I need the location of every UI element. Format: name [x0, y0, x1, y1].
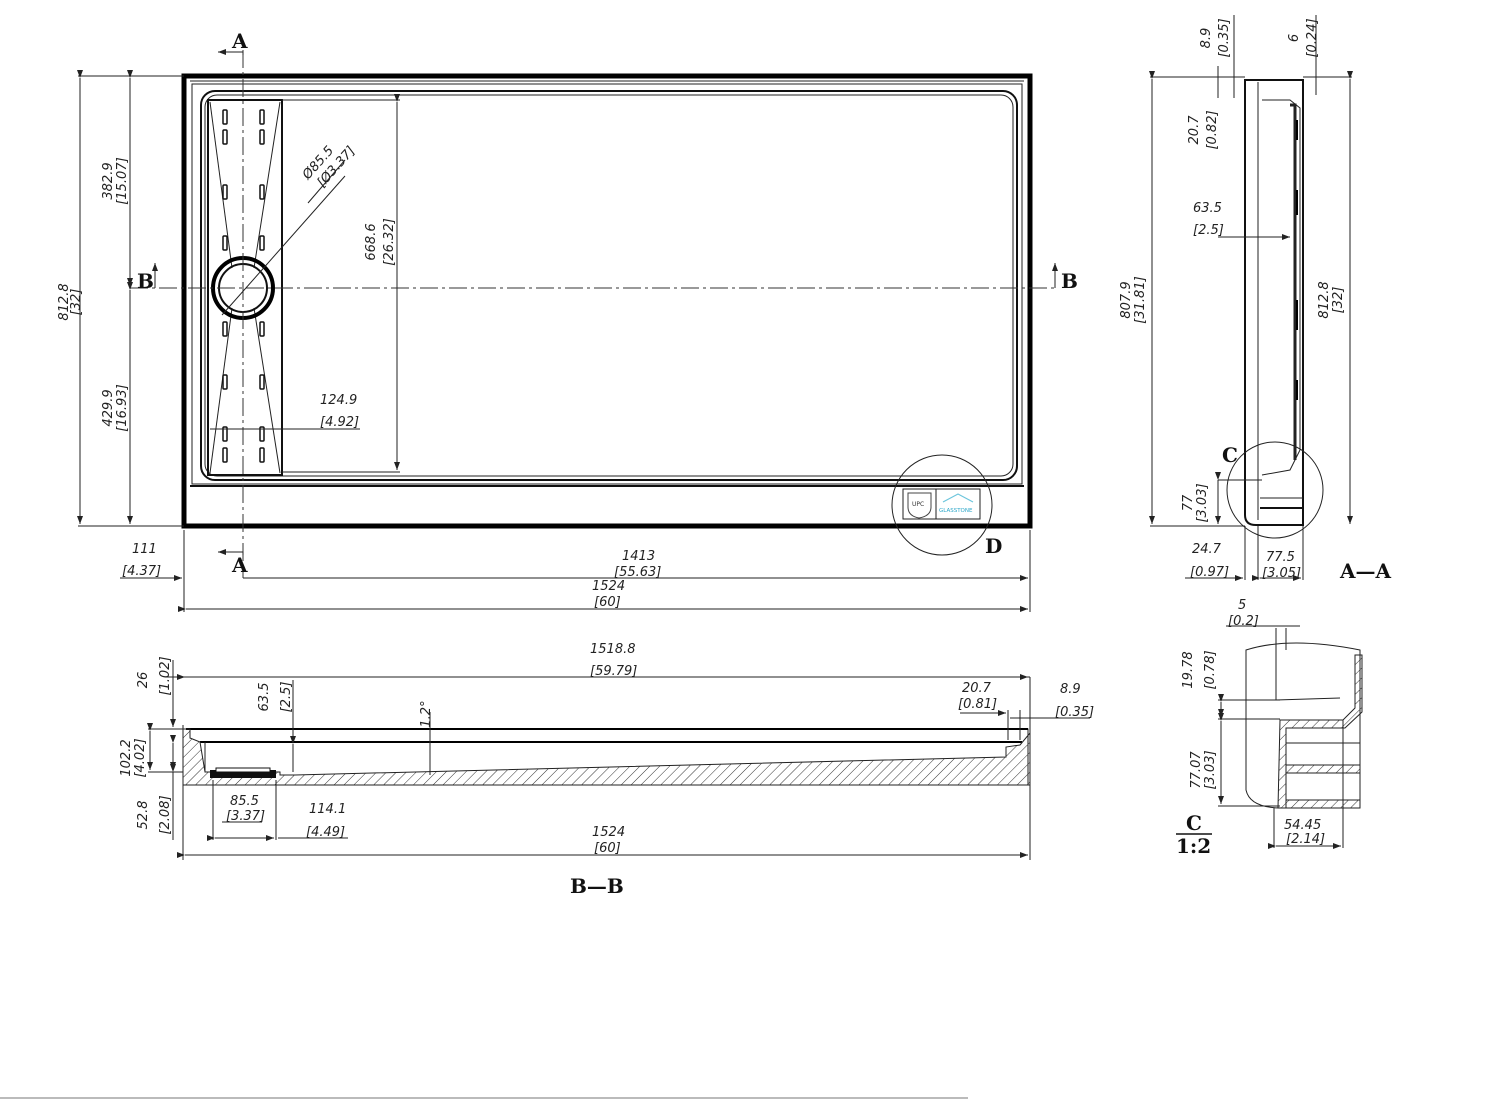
dim-aa-lip-in: [0.24]	[1305, 18, 1320, 57]
dim-bb-lip-mm: 8.9	[1060, 682, 1081, 697]
detail-c: 5 [0.2] 19.78 [0.78] 77.07 [3.03] 54.45 …	[1176, 598, 1363, 858]
dim-bb-top-gap-in: [1.02]	[158, 656, 173, 695]
dim-c-depth-in: [2.14]	[1286, 832, 1325, 847]
dim-bb-inner-length-mm: 1518.8	[590, 642, 636, 657]
dim-aa-base-depth-in: [3.05]	[1262, 566, 1301, 581]
dim-drain-offset-in: [4.37]	[122, 564, 161, 579]
dim-aa-channel-depth-in: [2.5]	[1193, 223, 1224, 238]
section-a-a: C A—A 8.9 [0.35] 6 [0.24] 20.7 [0.82] 6	[1119, 15, 1392, 583]
dim-c-offset-mm: 5	[1238, 598, 1246, 613]
dim-channel-width-mm: 124.9	[320, 393, 357, 408]
dim-aa-lip-mm: 6	[1287, 34, 1302, 42]
section-a-profile	[1244, 79, 1304, 526]
dim-aa-inner-height-in: [31.81]	[1133, 276, 1148, 323]
dim-channel-height-in: [26.32]	[382, 218, 397, 265]
dim-remaining-length-in: [55.63]	[614, 565, 661, 580]
tray-outline	[181, 73, 1033, 529]
dim-bb-flange-mm: 20.7	[962, 681, 992, 696]
dim-c-depth-mm: 54.45	[1284, 818, 1321, 833]
dim-bb-top-gap-mm: 26	[136, 672, 151, 689]
dim-aa-flange-depth-in: [0.82]	[1205, 110, 1220, 149]
dim-aa-base-depth-mm: 77.5	[1266, 550, 1295, 565]
dim-remaining-length-mm: 1413	[622, 549, 655, 564]
dim-aa-flange-top-mm: 8.9	[1199, 28, 1214, 49]
dim-aa-flange-depth-mm: 20.7	[1187, 115, 1202, 145]
dim-bb-depth-mm: 63.5	[257, 683, 272, 712]
dim-bb-drain-dia-mm: 85.5	[230, 794, 259, 809]
dim-channel-width-in: [4.92]	[320, 415, 359, 430]
tray-basin	[200, 90, 1018, 481]
dim-aa-wall-mm: 24.7	[1192, 542, 1222, 557]
detail-c-circle	[1226, 441, 1324, 539]
dim-upper-height-mm: 382.9	[101, 162, 116, 199]
dim-bb-drain-dia-in: [3.37]	[226, 809, 265, 824]
dim-drain-offset-mm: 111	[132, 542, 157, 557]
detail-c-scale: 1:2	[1176, 834, 1211, 858]
section-bb-title: B—B	[570, 874, 624, 898]
section-aa-title: A—A	[1339, 559, 1392, 583]
dim-bb-flange-in: [0.81]	[958, 697, 997, 712]
detail-d-circle	[891, 454, 993, 556]
upc-shield-icon	[907, 492, 932, 519]
house-icon	[942, 493, 974, 503]
certification-logos: UPC GLASSTONE	[902, 488, 981, 520]
dim-aa-overall-height-mm: 812.8	[1317, 281, 1332, 318]
dim-bb-drain-offset-in: [4.49]	[306, 825, 345, 840]
dim-overall-length-mm: 1524	[592, 579, 625, 594]
dim-bb-total-height-mm: 102.2	[119, 739, 134, 776]
dim-bb-total-height-in: [4.02]	[133, 738, 148, 777]
dim-bb-base-mm: 52.8	[136, 801, 151, 830]
dim-channel-height-mm: 668.6	[364, 223, 379, 260]
dim-bb-slope: 1.2°	[419, 700, 434, 727]
dim-aa-overall-height-in: [32]	[1331, 287, 1346, 314]
dim-upper-height-in: [15.07]	[115, 157, 130, 204]
drain-body	[210, 770, 276, 778]
svg-text:GLASSTONE: GLASSTONE	[939, 508, 973, 514]
section-mark-b-left: B	[137, 269, 154, 293]
dim-overall-height-in: [32]	[69, 289, 84, 316]
plan-view: A A B B D UPC GLASSTONE 812.8 [32] 382.	[57, 29, 1078, 612]
section-b-b: 1518.8 [59.79] 26 [1.02] 63.5 [2.5] 1.2°…	[119, 642, 1094, 898]
dim-aa-base-height-in: [3.03]	[1195, 483, 1210, 522]
dim-c-height-in: [3.03]	[1203, 750, 1218, 789]
dim-aa-flange-top-in: [0.35]	[1217, 18, 1232, 57]
dim-c-step-mm: 19.78	[1181, 651, 1196, 688]
dim-c-offset-in: [0.2]	[1228, 614, 1259, 629]
hatched-wall	[1277, 654, 1363, 809]
section-mark-a-bottom: A	[231, 553, 248, 577]
dim-overall-height-mm: 812.8	[57, 283, 72, 320]
dim-c-step-in: [0.78]	[1203, 650, 1218, 689]
dim-bb-overall-length-in: [60]	[594, 841, 621, 856]
dim-overall-length-in: [60]	[594, 595, 621, 610]
dim-aa-base-height-mm: 77	[1181, 494, 1196, 511]
svg-text:UPC: UPC	[912, 501, 924, 508]
detail-mark-c: C	[1222, 443, 1238, 467]
dim-bb-lip-in: [0.35]	[1055, 705, 1094, 720]
dim-bb-base-in: [2.08]	[158, 795, 173, 834]
detail-mark-d: D	[985, 534, 1002, 558]
section-mark-b-right: B	[1061, 269, 1078, 293]
dim-bb-depth-in: [2.5]	[279, 682, 294, 713]
dim-aa-inner-height-mm: 807.9	[1119, 281, 1134, 318]
dim-c-height-mm: 77.07	[1189, 751, 1204, 789]
page-divider	[0, 1097, 968, 1099]
dim-aa-channel-depth-mm: 63.5	[1193, 201, 1222, 216]
detail-c-title: C	[1186, 811, 1202, 835]
dim-lower-height-mm: 429.9	[101, 389, 116, 426]
dim-bb-inner-length-in: [59.79]	[590, 664, 637, 679]
dim-lower-height-in: [16.93]	[115, 384, 130, 431]
dim-bb-drain-offset-mm: 114.1	[309, 802, 346, 817]
dim-aa-wall-in: [0.97]	[1190, 565, 1229, 580]
dim-bb-overall-length-mm: 1524	[592, 825, 625, 840]
hatched-base	[182, 728, 1031, 786]
section-mark-a-top: A	[231, 29, 248, 53]
